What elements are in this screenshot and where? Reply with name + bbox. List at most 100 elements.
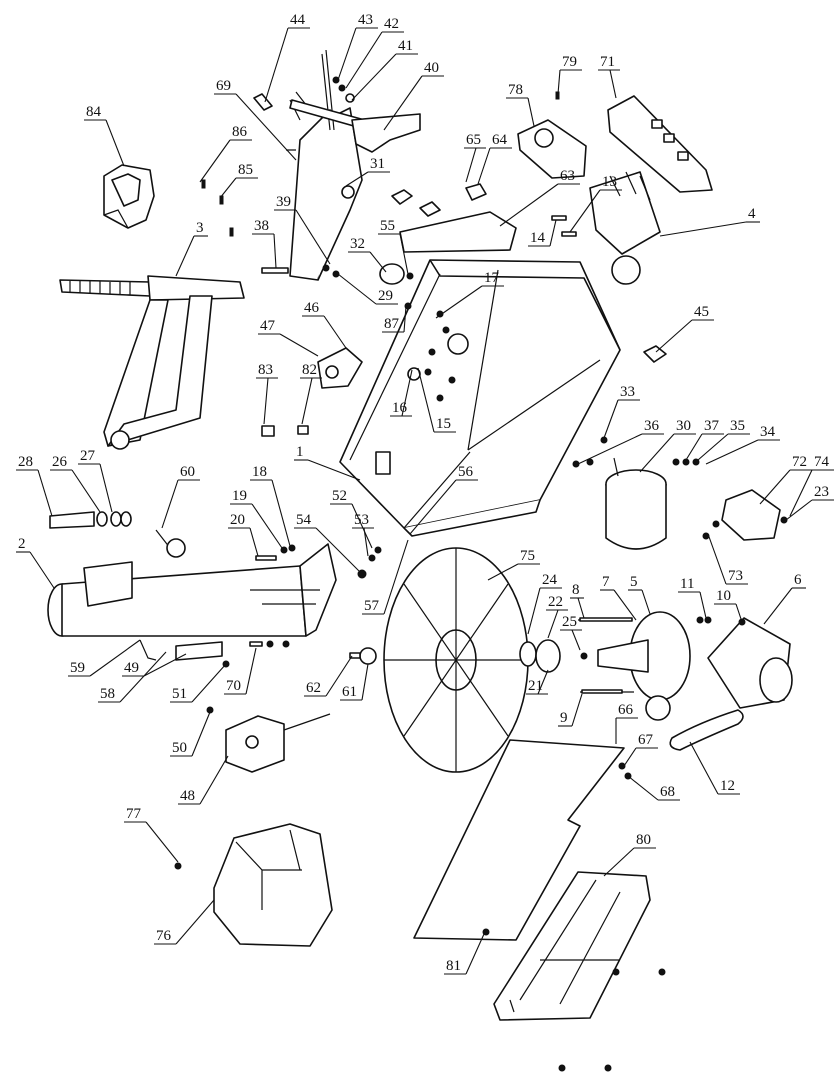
callout-number: 32 — [350, 236, 365, 252]
callout-77: 77 — [124, 806, 179, 863]
callout-leader-line — [697, 433, 729, 461]
callout-number: 81 — [446, 958, 461, 974]
callout-leader-line — [499, 183, 559, 227]
callout-leader-line — [175, 899, 215, 945]
callout-number: 48 — [180, 788, 195, 804]
callout-leader-line — [639, 433, 675, 473]
callout-12: 12 — [689, 741, 740, 795]
callout-leader-line — [571, 629, 581, 651]
callout-leader-line — [557, 69, 561, 95]
callout-number: 86 — [232, 124, 248, 140]
callout-number: 26 — [52, 454, 68, 470]
part-71-guard — [607, 95, 713, 193]
callout-number: 39 — [276, 194, 291, 210]
callout-leader-line — [705, 439, 759, 465]
callout-leader-line — [145, 821, 179, 863]
callout-29: 29 — [337, 273, 398, 305]
callout-68: 68 — [627, 775, 680, 801]
callout-40: 40 — [383, 60, 444, 131]
callout-number: 7 — [602, 574, 610, 590]
callout-leader-line — [609, 69, 617, 99]
callout-leader-line — [477, 147, 491, 185]
callout-number: 78 — [508, 82, 523, 98]
callout-leader-line — [245, 647, 257, 695]
callout-5: 5 — [628, 574, 651, 615]
callout-number: 29 — [378, 288, 393, 304]
callout-leader-line — [345, 171, 369, 187]
part-49-plate — [139, 639, 223, 661]
callout-leader-line — [249, 527, 259, 557]
callout-leader-line — [351, 503, 373, 549]
callout-53: 53 — [352, 512, 374, 557]
callout-number: 18 — [252, 464, 267, 480]
callout-number: 63 — [560, 168, 575, 184]
callout-leader-line — [577, 597, 585, 619]
callout-45: 45 — [655, 304, 714, 353]
part-75-turntable — [383, 547, 529, 773]
callout-42: 42 — [345, 16, 404, 89]
callout-number: 49 — [124, 660, 139, 676]
callout-47: 47 — [258, 318, 319, 357]
callout-leader-line — [789, 469, 813, 517]
callout-55: 55 — [378, 218, 409, 275]
callout-leader-line — [627, 775, 659, 801]
callout-number: 59 — [70, 660, 85, 676]
callout-number: 31 — [370, 156, 385, 172]
part-32-disc — [379, 263, 414, 310]
callout-46: 46 — [302, 300, 347, 349]
callout-2: 2 — [16, 536, 55, 589]
callout-leader-line — [295, 209, 331, 265]
callout-number: 14 — [530, 230, 546, 246]
callout-number: 55 — [380, 218, 395, 234]
callout-leader-line — [403, 305, 407, 333]
callout-leader-line — [307, 459, 361, 481]
part-84-cover — [103, 164, 155, 229]
callout-leader-line — [337, 27, 357, 81]
part-76-housing — [213, 823, 333, 947]
callout-number: 62 — [306, 680, 321, 696]
callout-22: 22 — [546, 594, 568, 639]
callout-85: 85 — [219, 162, 258, 199]
callout-number: 3 — [196, 220, 204, 236]
callout-number: 72 — [792, 454, 807, 470]
callout-50: 50 — [170, 711, 211, 757]
part-28-pin — [49, 511, 132, 529]
callout-number: 23 — [814, 484, 829, 500]
callout-9: 9 — [558, 693, 583, 727]
callout-leader-line — [527, 97, 535, 127]
callout-number: 42 — [384, 16, 399, 32]
callout-number: 54 — [296, 512, 312, 528]
part-3-handle-arm — [59, 275, 245, 450]
callout-leader-line — [219, 177, 237, 199]
callout-number: 64 — [492, 132, 508, 148]
callout-3: 3 — [175, 220, 208, 277]
callout-number: 8 — [572, 582, 580, 598]
callout-number: 45 — [694, 304, 709, 320]
callout-51: 51 — [170, 663, 227, 703]
callout-number: 85 — [238, 162, 253, 178]
callout-23: 23 — [785, 484, 834, 521]
callout-number: 75 — [520, 548, 535, 564]
callout-leader-line — [465, 933, 485, 975]
callout-leader-line — [699, 591, 707, 619]
callout-number: 76 — [156, 928, 172, 944]
callout-leader-line — [759, 469, 791, 505]
callout-number: 53 — [354, 512, 369, 528]
part-83-82-bolts — [261, 425, 309, 437]
callout-leader-line — [337, 273, 377, 305]
callout-leader-line — [655, 319, 693, 353]
callout-81: 81 — [444, 933, 485, 975]
part-61-washer — [349, 647, 377, 665]
callout-28: 28 — [16, 454, 53, 517]
callout-leader-line — [345, 31, 383, 89]
callout-number: 41 — [398, 38, 413, 54]
callout-number: 11 — [680, 576, 694, 592]
callout-number: 67 — [638, 732, 654, 748]
callout-number: 56 — [458, 464, 474, 480]
callout-number: 71 — [600, 54, 615, 70]
callout-number: 36 — [644, 418, 660, 434]
callout-33: 33 — [603, 384, 640, 439]
callout-leader-line — [383, 75, 423, 131]
callout-8: 8 — [570, 582, 585, 619]
callout-leader-line — [271, 479, 291, 547]
